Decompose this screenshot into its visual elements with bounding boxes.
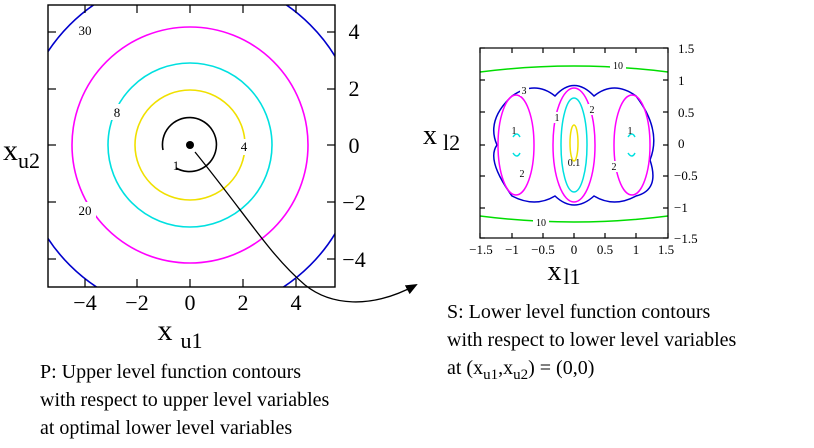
- s-x-tick-label: −1: [505, 242, 519, 257]
- plot-p-ticks: [48, 5, 335, 287]
- contour-p-cyan: [107, 62, 273, 228]
- s-x-tick-label: 0: [571, 242, 578, 257]
- contour-s-blue: [493, 84, 655, 206]
- caption-s-line1: S: Lower level function contours: [447, 301, 711, 323]
- s-x-tick-label: 1.5: [658, 242, 674, 257]
- contour-s-green-top: [480, 65, 668, 73]
- s-contour-label-2-right: 2: [612, 162, 617, 173]
- plot-s-y-tick-labels: 1.5 1 0.5 0 −0.5 −1 −1.5: [674, 41, 698, 246]
- caption-s: S: Lower level function contours with re…: [447, 298, 737, 383]
- p-y-tick-label: 2: [349, 76, 360, 101]
- p-ylabel: xu2: [3, 134, 40, 173]
- s-contour-label-2-left: 2: [520, 169, 525, 180]
- contour-p-blue: [48, 5, 335, 287]
- contour-label-30: 30: [79, 23, 92, 38]
- plot-p-x-tick-labels: −4 −2 0 2 4: [73, 290, 301, 315]
- contour-s-cyan-right: [627, 133, 636, 157]
- contour-p-black: [161, 116, 218, 173]
- p-x-tick-label: 2: [238, 290, 249, 315]
- s-x-tick-label: −0.5: [531, 242, 555, 257]
- s-contour-label-10-top: 10: [613, 61, 623, 72]
- caption-p-line1: P: Upper level function contours: [40, 361, 302, 383]
- s-contour-label-1-right: 1: [628, 126, 633, 137]
- contour-label-4: 4: [241, 139, 248, 154]
- s-xlabel: xl1: [547, 256, 580, 289]
- s-y-tick-label: −1: [674, 200, 688, 215]
- contour-s-yellow: [569, 124, 579, 162]
- plot-s-frame: [479, 47, 669, 239]
- s-y-tick-label: 1.5: [678, 41, 694, 56]
- contour-s-green-bottom: [480, 215, 668, 223]
- p-x-tick-label: −4: [73, 290, 96, 315]
- contour-label-8: 8: [114, 105, 121, 120]
- plot-s-x-tick-labels: −1.5 −1 −0.5 0 0.5 1 1.5: [469, 242, 674, 257]
- p-x-tick-label: 4: [291, 290, 302, 315]
- s-y-tick-label: 0: [678, 136, 685, 151]
- s-x-tick-label: 0.5: [597, 242, 613, 257]
- plot-s: 10 3 1 1 2 1 0.1 2 2 10 −1.5 −1 −0.5 0 0…: [423, 41, 698, 289]
- contour-s-magenta-left: [497, 94, 535, 196]
- s-contour-label-1-center: 1: [555, 113, 560, 124]
- contour-s-magenta-center: [552, 87, 596, 203]
- caption-p-line2: with respect to upper level variables: [40, 389, 330, 411]
- s-contour-label-2-center: 2: [590, 105, 595, 116]
- contour-s-cyan-center: [560, 97, 588, 193]
- s-x-tick-label: −1.5: [469, 242, 493, 257]
- contour-label-20: 20: [79, 203, 92, 218]
- s-x-tick-label: 1: [633, 242, 640, 257]
- plot-s-ticks: [479, 47, 669, 239]
- contour-label-1: 1: [173, 158, 180, 173]
- p-y-tick-label: 0: [349, 133, 360, 158]
- s-y-tick-label: 1: [678, 73, 685, 88]
- p-x-tick-label: −2: [125, 290, 148, 315]
- plot-s-contours: [480, 65, 668, 223]
- caption-p-line3: at optimal lower level variables: [40, 417, 293, 439]
- s-y-tick-label: −0.5: [674, 168, 698, 183]
- contour-s-cyan-left: [512, 133, 521, 157]
- p-y-tick-label: 4: [349, 19, 360, 44]
- contour-s-magenta-right: [613, 94, 651, 196]
- s-y-tick-label: −1.5: [674, 231, 698, 246]
- p-x-tick-label: 0: [185, 290, 196, 315]
- caption-s-line2: with respect to lower level variables: [447, 329, 737, 351]
- plot-p-contours: [48, 5, 335, 287]
- caption-p: P: Upper level function contours with re…: [40, 358, 329, 442]
- plot-p-contour-labels: 30 8 4 1 20: [74, 22, 250, 218]
- plot-p-y-tick-labels: 4 2 0 −2 −4: [342, 19, 365, 272]
- p-y-tick-label: −2: [342, 190, 365, 215]
- s-contour-label-0-1: 0.1: [568, 158, 581, 169]
- contour-p-magenta: [71, 26, 309, 264]
- plot-p-frame: [47, 4, 336, 288]
- optimum-point: [186, 141, 194, 149]
- s-contour-label-10-bottom: 10: [536, 218, 546, 229]
- caption-s-line3: at (xu1,xu2) = (0,0): [447, 357, 595, 383]
- s-contour-label-1-left: 1: [512, 126, 517, 137]
- s-y-tick-label: 0.5: [678, 105, 694, 120]
- p-y-tick-label: −4: [342, 247, 365, 272]
- connector-arrow: [194, 151, 418, 303]
- plot-s-contour-labels: 10 3 1 1 2 1 0.1 2 2 10: [512, 60, 633, 229]
- s-contour-label-3: 3: [522, 86, 527, 97]
